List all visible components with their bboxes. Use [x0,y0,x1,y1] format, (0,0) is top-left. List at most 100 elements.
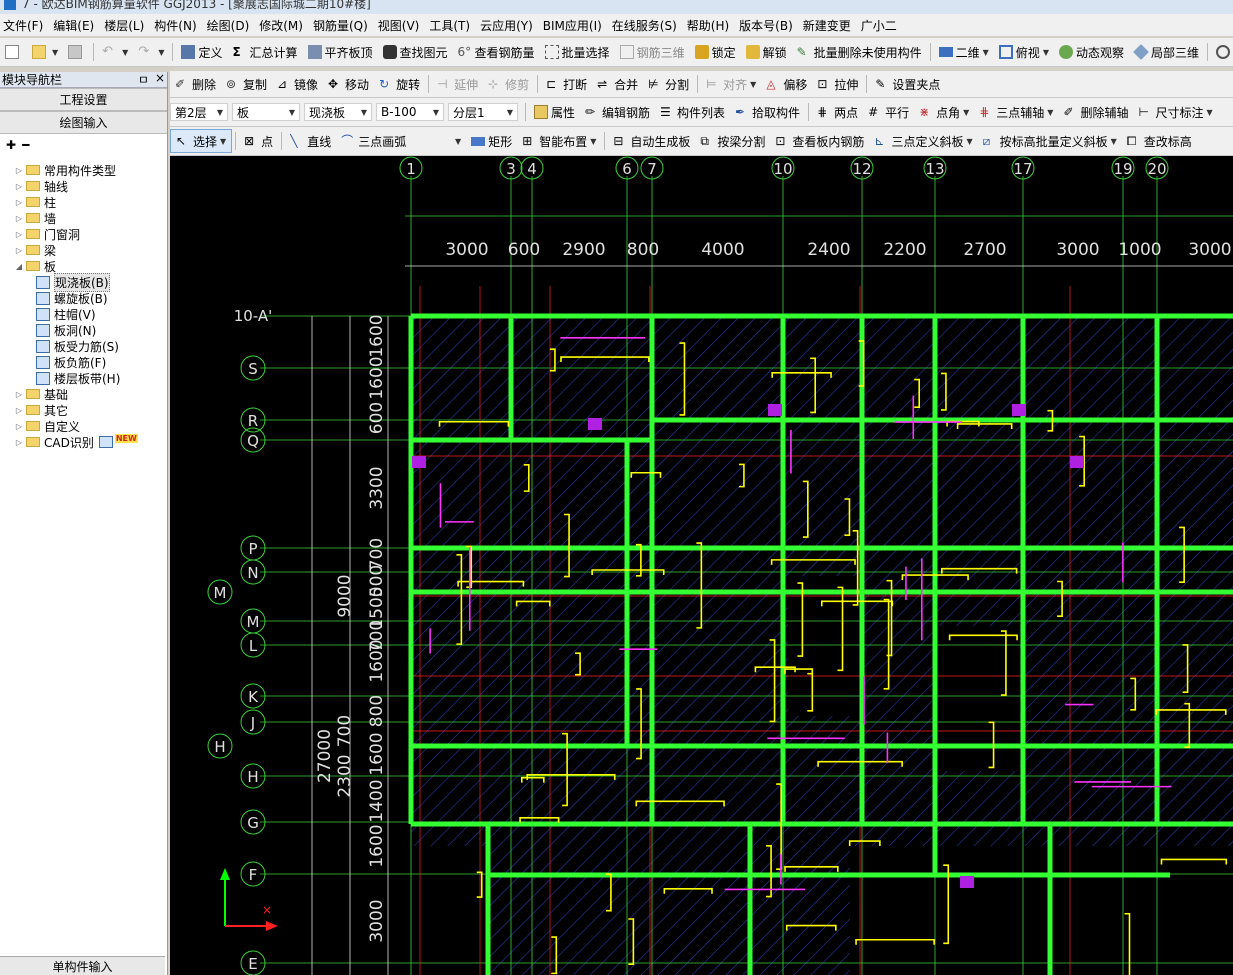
redo-button[interactable]: ↷▼ [138,44,165,59]
undo-button[interactable]: ↶▼ [102,44,129,59]
menu-item[interactable]: 视图(V) [377,18,420,33]
drawing-input-button[interactable]: 绘图输入 [0,111,167,134]
unlock-button[interactable]: 解锁 [741,41,792,63]
tree-folder-node[interactable]: ◢板 [0,258,165,274]
tree-leaf-node[interactable]: 柱帽(V) [0,306,165,322]
delete-aux-button[interactable]: ✐删除辅轴 [1063,105,1129,120]
delete-button[interactable]: ✐删除 [175,77,217,92]
tree-leaf-node[interactable]: 螺旋板(B) [0,290,165,306]
expand-all-icon[interactable]: ✚ [6,138,17,152]
split-button[interactable]: ⊭分割 [648,77,690,92]
batch-delete-unused-button[interactable]: ✎批量删除未使用构件 [796,45,922,60]
menu-item[interactable]: 工具(T) [429,18,471,33]
tree-folder-node[interactable]: ▷自定义 [0,418,165,434]
save-button[interactable] [63,41,90,63]
pin-icon[interactable]: ㅁ [137,73,149,87]
expand-arrow-icon[interactable]: ▷ [15,165,23,175]
menu-item[interactable]: 版本号(B) [739,18,793,33]
menu-item[interactable]: 文件(F) [3,18,44,33]
check-elevation-button[interactable]: ⧠查改标高 [1126,134,1192,149]
point-angle-dropdown[interactable]: ⋇点角▼ [919,105,970,120]
merge-button[interactable]: ⇌合并 [597,77,639,92]
dimension-dropdown[interactable]: ⊢尺寸标注▼ [1138,105,1213,120]
element-name-select[interactable]: B-100▼ [376,103,444,121]
expand-arrow-icon[interactable]: ▷ [15,389,23,399]
expand-arrow-icon[interactable]: ▷ [15,421,23,431]
layer-select[interactable]: 分层1▼ [448,103,518,121]
menu-item[interactable]: 新建变更 [802,18,851,33]
align-dropdown[interactable]: ⊨对齐▼ [706,77,757,92]
local-3d-button[interactable]: 局部三维 [1129,41,1204,63]
element-list-button[interactable]: ☰构件列表 [660,105,726,120]
tree-folder-node[interactable]: ▷墙 [0,210,165,226]
full-view-button[interactable]: 全 [1211,41,1233,63]
tree-leaf-node[interactable]: 板受力筋(S) [0,338,165,354]
smart-place-dropdown[interactable]: ⊞智能布置▼ [522,134,597,149]
menu-item[interactable]: 钢筋量(Q) [312,18,368,33]
align-slab-top-button[interactable]: 平齐板顶 [303,41,378,63]
three-point-slope-dropdown[interactable]: ⊾三点定义斜板▼ [874,134,973,149]
stretch-button[interactable]: ⊡拉伸 [817,77,859,92]
break-button[interactable]: ⊏打断 [546,77,588,92]
three-point-aux-dropdown[interactable]: ⋕三点辅轴▼ [979,105,1054,120]
menu-item[interactable]: 帮助(H) [686,18,730,33]
project-settings-button[interactable]: 工程设置 [0,88,167,111]
single-element-input-button[interactable]: 单构件输入 [0,956,165,975]
expand-arrow-icon[interactable]: ▷ [15,245,23,255]
pick-element-button[interactable]: ✒拾取构件 [735,105,801,120]
close-icon[interactable]: × [154,71,165,85]
rect-draw-button[interactable]: 矩形 [466,130,517,152]
trim-button[interactable]: ⊹修剪 [488,77,530,92]
define-button[interactable]: 定义 [176,41,227,63]
menu-item[interactable]: 楼层(L) [104,18,145,33]
tree-folder-node[interactable]: ▷梁 [0,242,165,258]
collapse-arrow-icon[interactable]: ◢ [15,261,23,271]
extend-button[interactable]: ⊣延伸 [437,77,479,92]
expand-arrow-icon[interactable]: ▷ [15,405,23,415]
copy-button[interactable]: ⊚复制 [226,77,268,92]
dynamic-orbit-button[interactable]: 动态观察 [1054,41,1129,63]
element-type-select[interactable]: 板▼ [232,103,300,121]
two-point-axis-button[interactable]: ⋕两点 [817,105,859,120]
tree-folder-node[interactable]: ▷柱 [0,194,165,210]
expand-arrow-icon[interactable]: ▷ [15,437,23,447]
rotate-button[interactable]: ↻旋转 [379,77,421,92]
parallel-axis-button[interactable]: #平行 [868,105,910,120]
auto-generate-slab-button[interactable]: ⊟自动生成板 [613,134,691,149]
menu-item[interactable]: 修改(M) [259,18,303,33]
mirror-button[interactable]: ⊿镜像 [277,77,319,92]
view-rebar-qty-button[interactable]: 6°查看钢筋量 [457,45,535,60]
tree-folder-node[interactable]: ▷轴线 [0,178,165,194]
arc-draw-dropdown[interactable]: ⌒三点画弧▼ [341,134,462,149]
expand-arrow-icon[interactable]: ▷ [15,213,23,223]
collapse-all-icon[interactable]: ━ [22,138,30,152]
tree-leaf-node[interactable]: 现浇板(B) [0,272,165,292]
tree-folder-node[interactable]: ▷其它 [0,402,165,418]
new-file-button[interactable] [0,41,27,63]
tree-leaf-node[interactable]: 板负筋(F) [0,354,165,370]
properties-button[interactable]: 属性 [529,101,580,123]
set-grip-button[interactable]: ✎设置夹点 [875,77,941,92]
floor-select[interactable]: 第2层▼ [170,103,228,121]
move-button[interactable]: ✥移动 [328,77,370,92]
select-dropdown[interactable]: ↖选择▼ [170,129,233,153]
tree-folder-node[interactable]: ▷门窗洞 [0,226,165,242]
expand-arrow-icon[interactable]: ▷ [15,197,23,207]
menu-item[interactable]: BIM应用(I) [542,18,602,33]
element-subtype-select[interactable]: 现浇板▼ [304,103,372,121]
menu-item[interactable]: 编辑(E) [53,18,95,33]
menu-item[interactable]: 构件(N) [154,18,197,33]
view-2d-dropdown[interactable]: 二维▼ [934,41,994,63]
tree-leaf-node[interactable]: 板洞(N) [0,322,165,338]
batch-slope-button[interactable]: ⧄按标高批量定义斜板▼ [982,134,1117,149]
expand-arrow-icon[interactable]: ▷ [15,181,23,191]
tree-folder-node[interactable]: ▷常用构件类型 [0,162,165,178]
line-draw-button[interactable]: ╲直线 [290,134,332,149]
menu-item[interactable]: 在线服务(S) [611,18,677,33]
open-file-button[interactable]: ▼ [27,41,63,63]
rebar-3d-button[interactable]: 钢筋三维 [615,41,690,63]
